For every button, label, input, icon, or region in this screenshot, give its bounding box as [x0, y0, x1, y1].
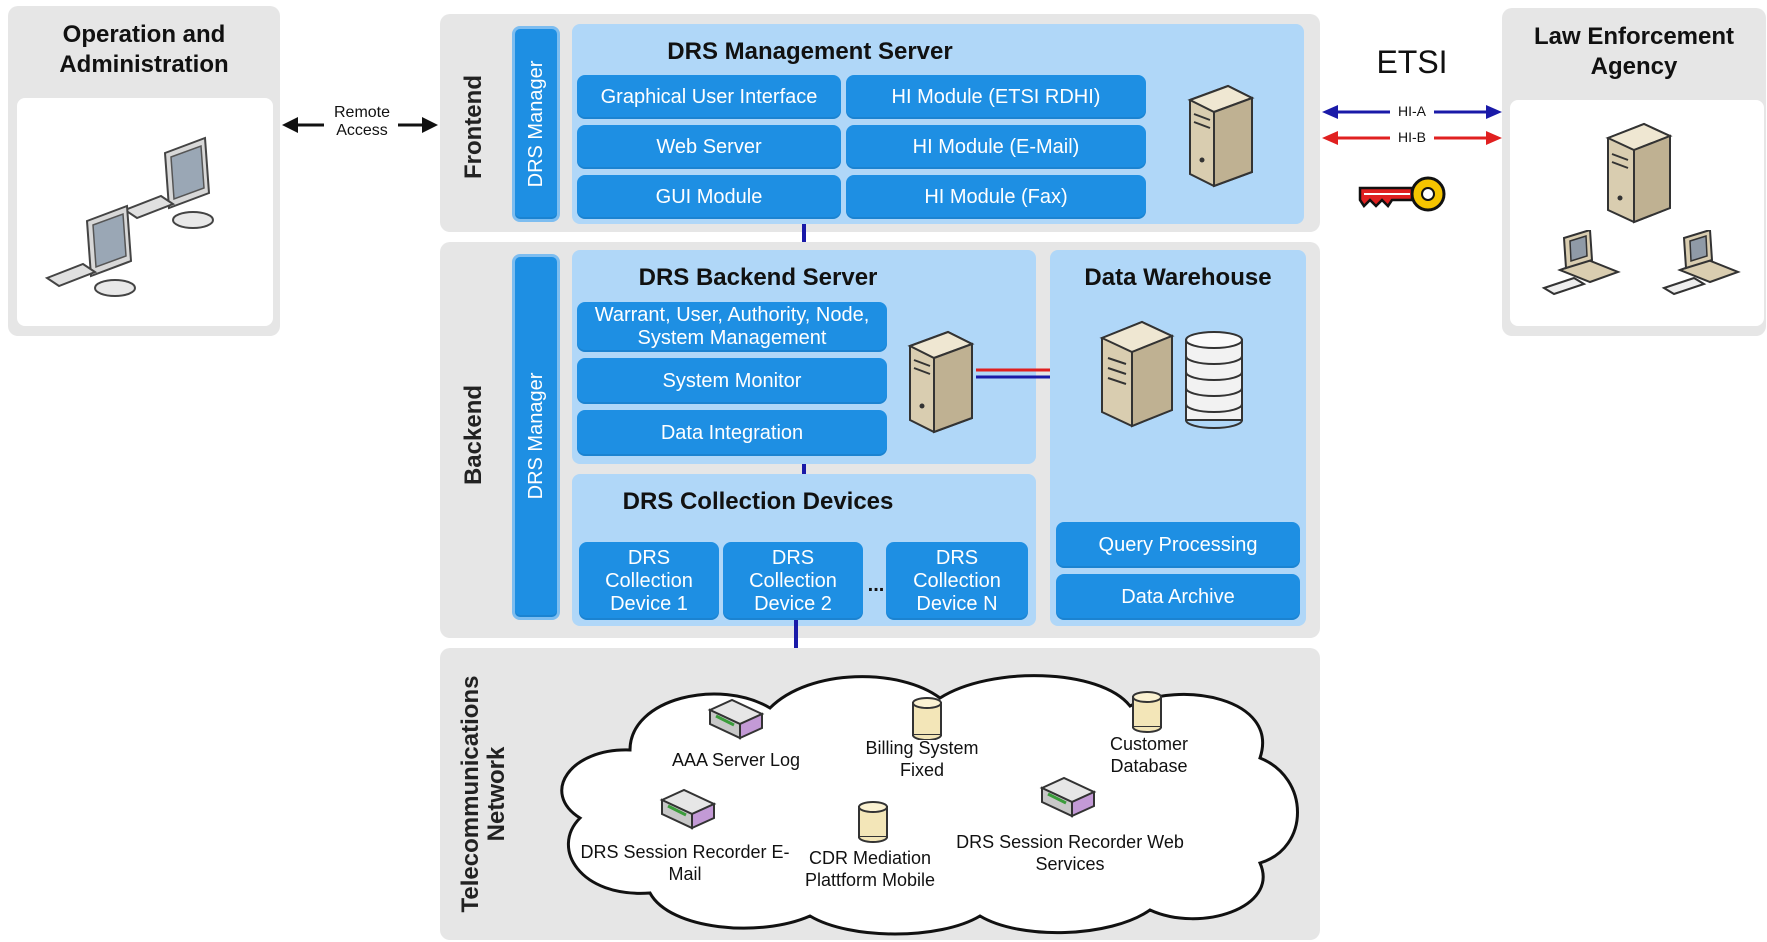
- network-cloud: [560, 674, 1299, 936]
- remote-access-label: Remote Access: [333, 104, 391, 140]
- session-recorder-email-icon: [659, 788, 717, 830]
- session-recorder-web-icon: [1039, 776, 1097, 818]
- module-data-archive: Data Archive: [1056, 574, 1300, 620]
- aaa-server-log-icon: [707, 698, 765, 740]
- node-customer-database: Customer Database: [1109, 734, 1189, 776]
- database-icon: [1185, 331, 1243, 429]
- etsi-label: ETSI: [1376, 44, 1448, 80]
- drs-management-server-panel: DRS Management Server Graphical User Int…: [572, 24, 1304, 224]
- collection-device-n: DRS Collection Device N: [886, 542, 1028, 620]
- module-hi-fax: HI Module (Fax): [846, 175, 1146, 219]
- operation-admin-panel: Operation and Administration: [8, 6, 280, 336]
- hi-b-label: HI-B: [1398, 129, 1426, 145]
- node-cdr-mediation: CDR Mediation Plattform Mobile: [804, 848, 936, 890]
- module-graphical-user-interface: Graphical User Interface: [577, 75, 841, 119]
- module-query-processing: Query Processing: [1056, 522, 1300, 568]
- drs-backend-server-panel: DRS Backend Server Warrant, User, Author…: [572, 250, 1036, 464]
- collection-device-2: DRS Collection Device 2: [723, 542, 863, 620]
- law-enforcement-equipment: [1510, 100, 1764, 326]
- frontend-drs-manager-label: DRS Manager: [524, 60, 547, 188]
- law-enforcement-pc-1-icon: [1541, 230, 1621, 296]
- law-enforcement-pc-2-icon: [1661, 230, 1741, 296]
- network-layer-label: Telecommunications Network: [456, 675, 510, 913]
- data-warehouse-title: Data Warehouse: [1084, 264, 1272, 291]
- drs-collection-devices-panel: DRS Collection Devices DRS Collection De…: [572, 474, 1036, 626]
- backend-drs-manager-label: DRS Manager: [524, 372, 547, 500]
- remote-access-arrow: [282, 104, 438, 146]
- hi-a-label: HI-A: [1398, 103, 1426, 119]
- hi-arrows: [1322, 103, 1502, 147]
- node-drs-session-recorder-web: DRS Session Recorder Web Services: [956, 832, 1184, 874]
- collection-device-1: DRS Collection Device 1: [579, 542, 719, 620]
- warehouse-server-icon: [1099, 320, 1175, 428]
- drs-collection-devices-title: DRS Collection Devices: [622, 488, 894, 515]
- drs-backend-server-title: DRS Backend Server: [638, 264, 878, 291]
- server-collection-link: [802, 464, 806, 476]
- backend-layer-label: Backend: [460, 384, 487, 486]
- module-hi-etsi-rdhi: HI Module (ETSI RDHI): [846, 75, 1146, 119]
- module-hi-email: HI Module (E-Mail): [846, 125, 1146, 169]
- management-server-icon: [1187, 84, 1255, 188]
- node-drs-session-recorder-email: DRS Session Recorder E-Mail: [580, 842, 790, 884]
- operation-admin-title: Operation and Administration: [59, 21, 229, 78]
- law-enforcement-title: Law Enforcement Agency: [1533, 23, 1735, 80]
- module-warrant-management: Warrant, User, Authority, Node, System M…: [577, 302, 887, 352]
- collection-ellipsis: ...: [867, 574, 885, 596]
- drs-management-server-title: DRS Management Server: [667, 38, 953, 65]
- law-enforcement-server-icon: [1605, 122, 1673, 224]
- module-web-server: Web Server: [577, 125, 841, 169]
- module-system-monitor: System Monitor: [577, 358, 887, 404]
- node-aaa-server-log: AAA Server Log: [671, 750, 801, 770]
- backend-server-icon: [907, 330, 975, 434]
- workstations-icon: [44, 136, 214, 297]
- data-warehouse-panel: Data Warehouse Query Processing Data Arc…: [1050, 250, 1306, 626]
- customer-database-icon: [1132, 691, 1162, 733]
- law-enforcement-panel: Law Enforcement Agency: [1502, 8, 1766, 336]
- frontend-layer-label: Frontend: [460, 75, 487, 179]
- frontend-backend-link: [802, 224, 806, 250]
- node-billing-system-fixed: Billing System Fixed: [865, 738, 979, 780]
- backend-drs-manager-bar: [512, 254, 560, 620]
- module-data-integration: Data Integration: [577, 410, 887, 456]
- cdr-mediation-icon: [858, 801, 888, 843]
- module-gui: GUI Module: [577, 175, 841, 219]
- billing-system-icon: [912, 697, 942, 740]
- operation-admin-workstations: [17, 98, 273, 326]
- frontend-drs-manager-bar: [512, 26, 560, 222]
- key-icon: [1358, 176, 1446, 212]
